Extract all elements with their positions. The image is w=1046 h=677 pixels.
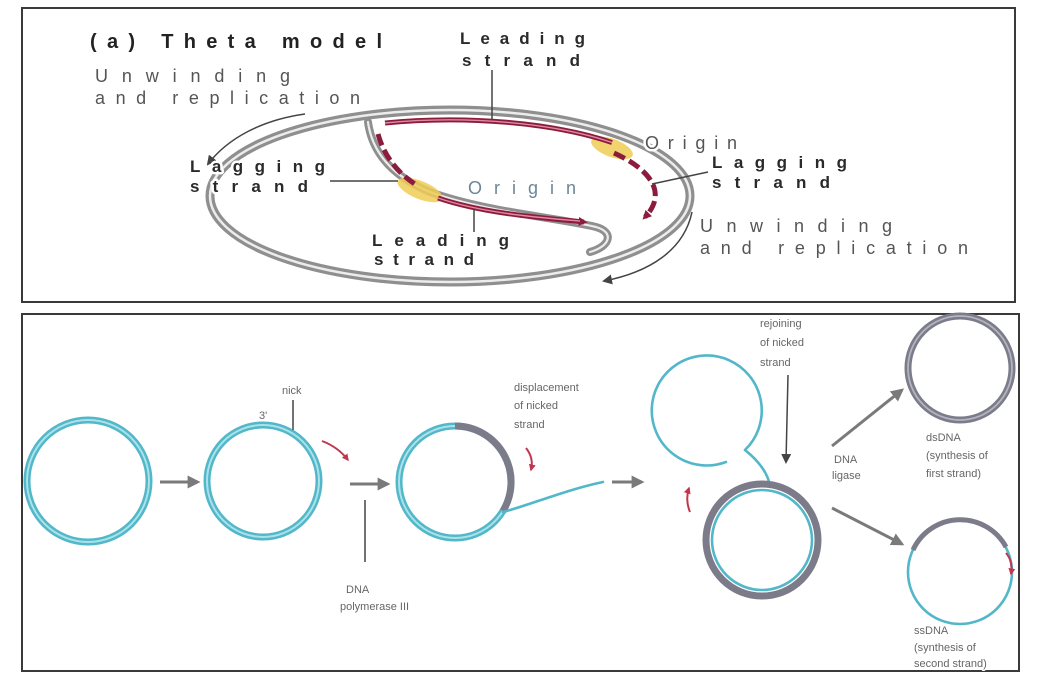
panel-b-frame [22, 314, 1019, 671]
three-prime-label: 3' [259, 410, 267, 422]
dsdna-line2: (synthesis of [926, 450, 989, 462]
polymerase-line2: polymerase III [340, 601, 409, 613]
rejoining-line2: of nicked [760, 337, 804, 349]
polymerase-line1: DNA [346, 584, 370, 596]
ssdna-line1: ssDNA [914, 625, 949, 637]
panel-rolling-circle: nick 3' DNA polymerase III displacement … [22, 314, 1019, 671]
displacement-line2: of nicked [514, 400, 558, 412]
unwinding-left-line1: Unwinding [95, 66, 290, 86]
nick-label: nick [282, 385, 302, 397]
ssdna-line2: (synthesis of [914, 642, 977, 654]
displacement-line1: displacement [514, 382, 579, 394]
ssdna-line3: second strand) [914, 658, 987, 670]
rejoining-line1: rejoining [760, 318, 802, 330]
panel-theta-model: (a) Theta model Unwinding and replicatio… [22, 8, 1015, 302]
ligase-line1: DNA [834, 454, 858, 466]
dsdna-line3: first strand) [926, 468, 981, 480]
rejoining-line3: strand [760, 357, 791, 369]
ligase-line2: ligase [832, 470, 861, 482]
displacement-line3: strand [514, 419, 545, 431]
dsdna-line1: dsDNA [926, 432, 962, 444]
unwinding-right-line1: Unwinding [700, 216, 892, 236]
